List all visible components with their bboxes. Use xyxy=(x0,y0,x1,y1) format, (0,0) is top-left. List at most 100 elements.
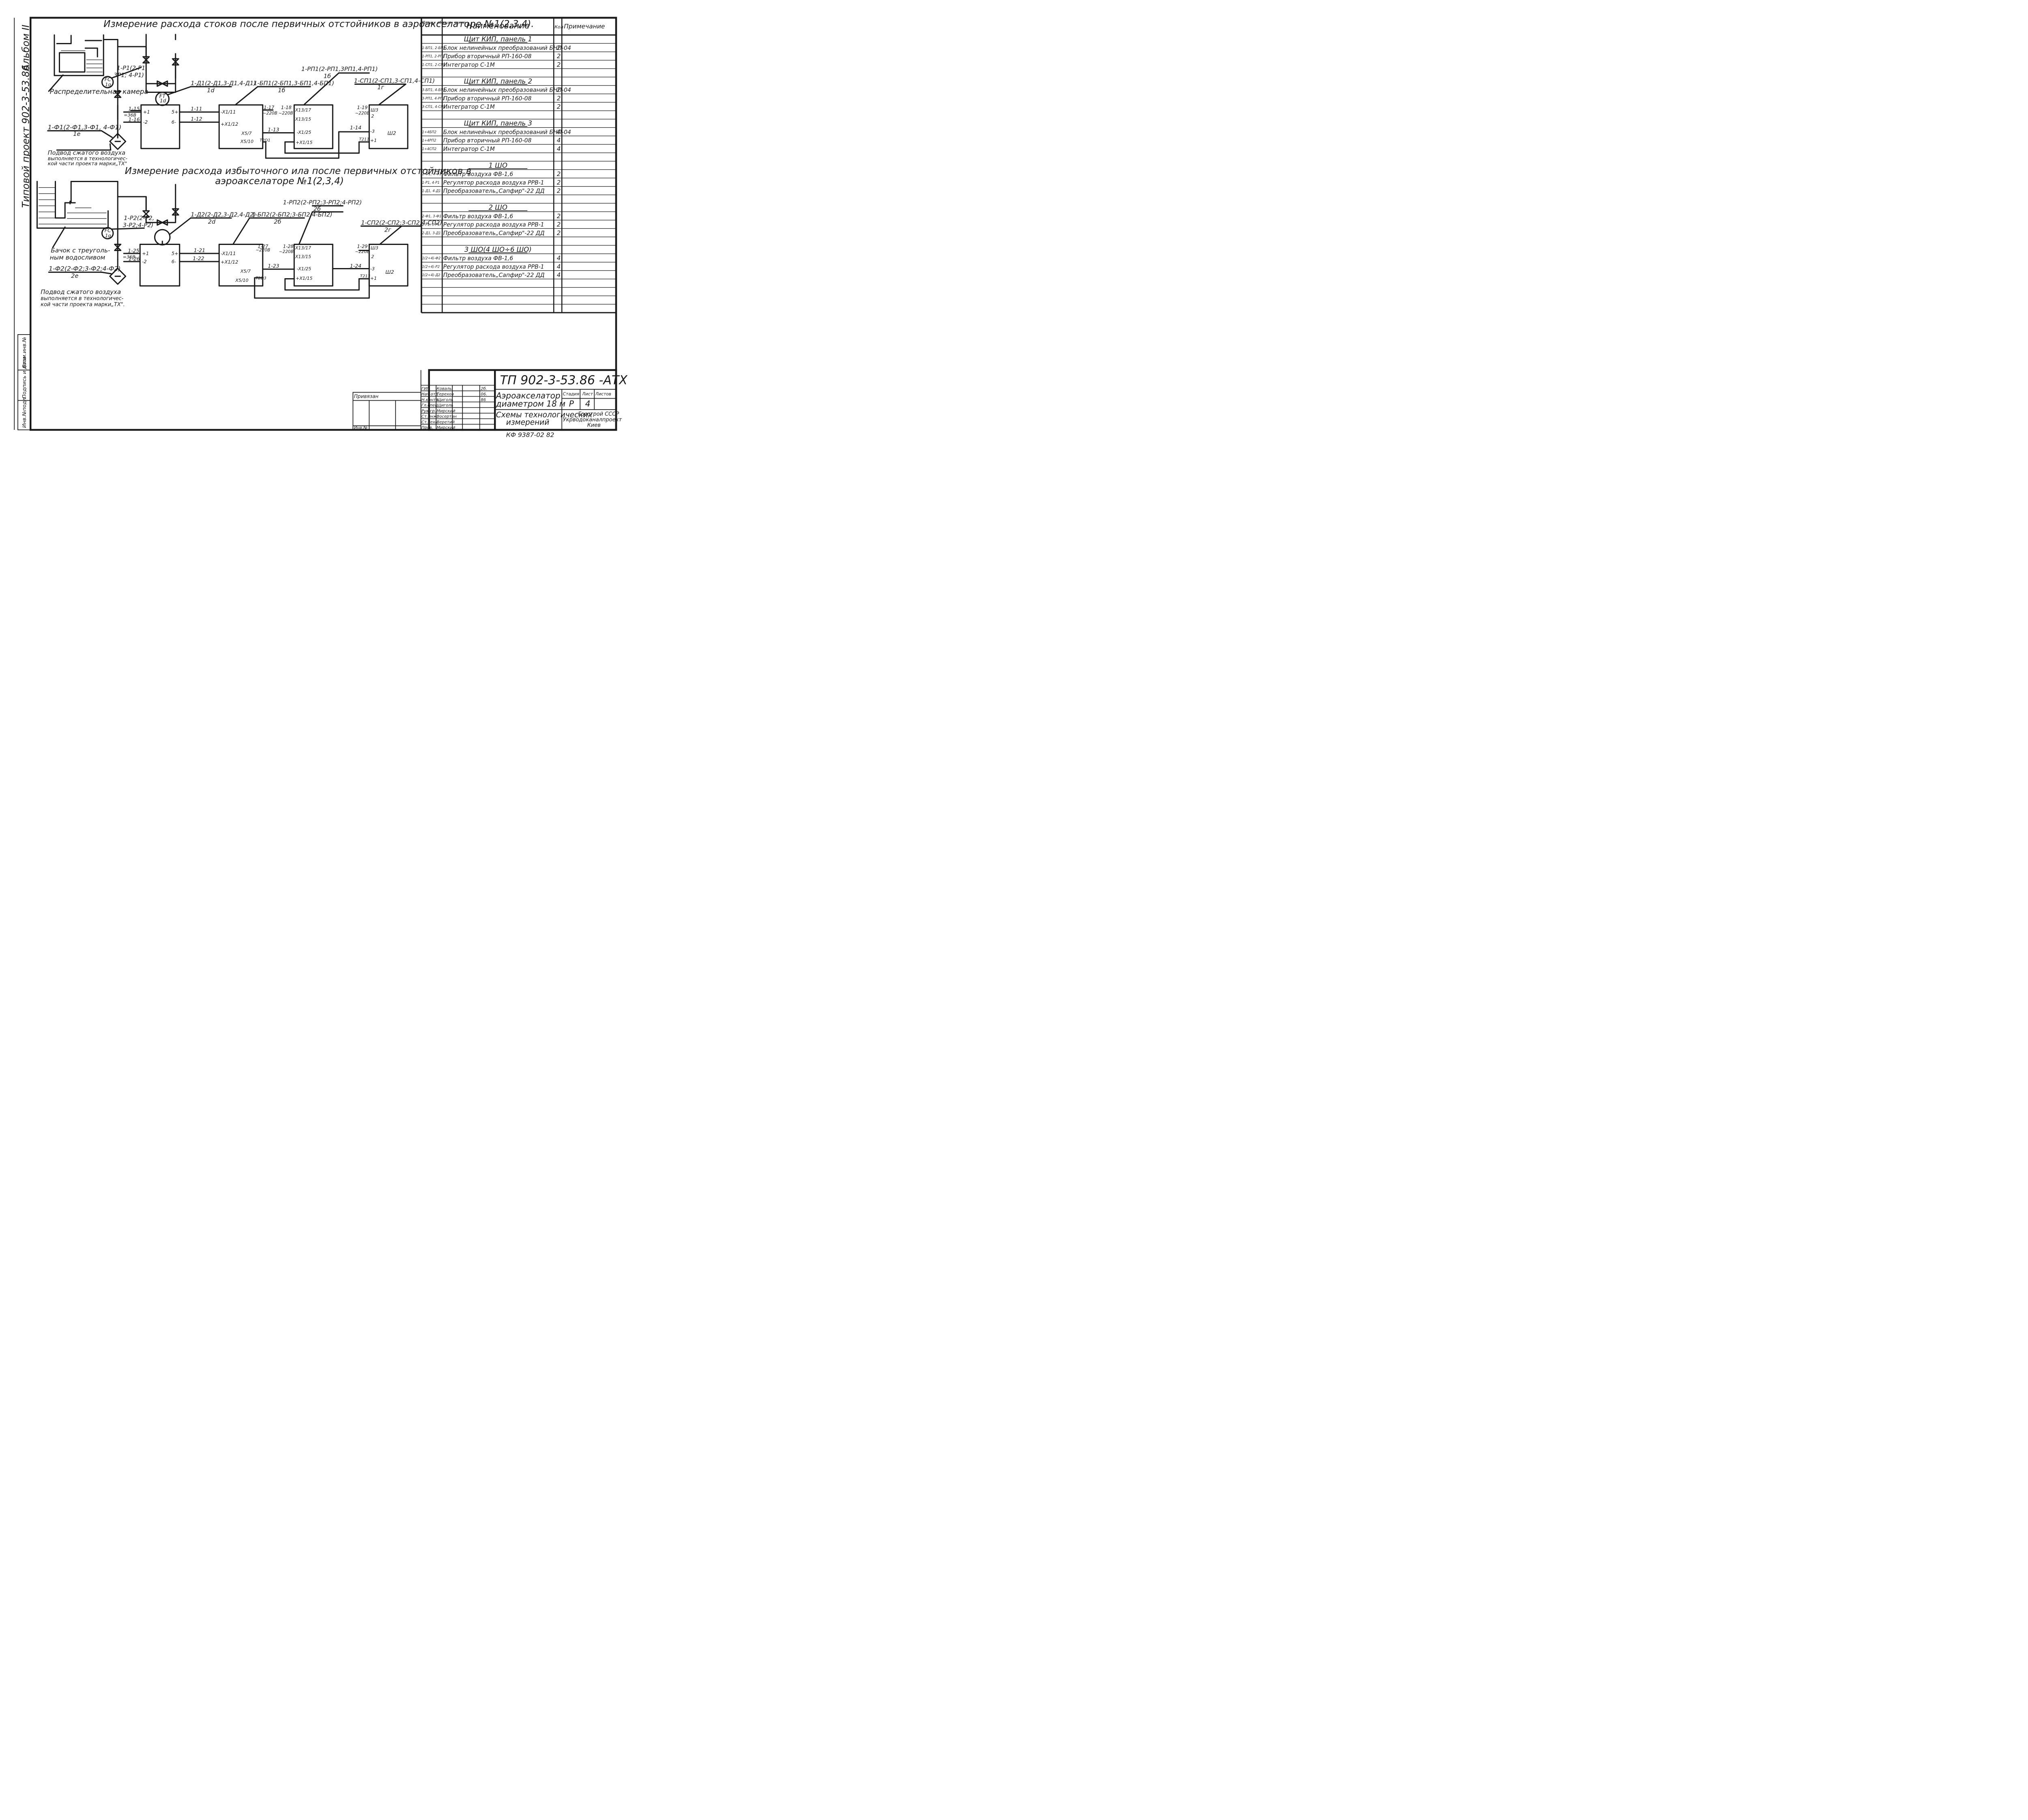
signoff-date: 2б. xyxy=(481,386,487,391)
bnp2-power: ~220В xyxy=(256,248,270,253)
spec-row-name: Регулятор расхода воздуха РРВ-1 xyxy=(443,222,544,228)
wire-1-21: 1-21 xyxy=(194,247,205,253)
wire-1-28: 1-28 xyxy=(283,243,294,249)
cp-term-2: 2 xyxy=(371,114,374,119)
spec-row-qty: 4 xyxy=(557,137,561,144)
rp2-power: ~220В xyxy=(279,249,294,254)
spec-section-title: Щит КИП, панель 3 xyxy=(464,120,532,127)
spec-row-name: Преобразователь„Сапфир"-22 ДД xyxy=(443,188,545,195)
rp-term-1: X13/17 xyxy=(295,107,311,113)
air-note-1a: Подвод сжатого воздуха xyxy=(48,150,125,156)
term-plus1-2: +1 xyxy=(142,251,149,256)
wire-1-25: 1-25 xyxy=(128,248,139,254)
sheet-label: Лист xyxy=(582,392,593,397)
filter-1 xyxy=(109,133,127,150)
spec-row-position: 1-Д1, 4-Д1 xyxy=(422,189,441,193)
signoff-role: Рук.гр. xyxy=(421,409,436,413)
rp-tag-2: 1-РП2(2-РП2;3-РП2;4-РП2) xyxy=(283,200,362,206)
spec-row-name: Блок нелинейных преобразований БНП-04 xyxy=(443,87,571,94)
diagram-1: Измерение расхода стоков после первичных… xyxy=(47,19,534,167)
spec-row-name: Фильтр воздуха ФВ-1,6 xyxy=(443,213,513,220)
wire-1-14: 1-14 xyxy=(350,124,361,131)
org-line-2: Укрводоканалпроект xyxy=(563,417,622,423)
archive-number: КФ 9387-02 82 xyxy=(506,431,554,439)
side-stamp-sign: Подпись и дата xyxy=(21,356,27,399)
sheet-title-line-1: Схемы технологических xyxy=(496,411,593,419)
signoff-role: Ст.техн xyxy=(421,420,438,425)
inv-label: Инв.№ xyxy=(354,426,368,430)
spec-section-title: Щит КИП, панель 1 xyxy=(464,35,532,43)
filter-sub-1: 1е xyxy=(73,131,80,137)
air-note-2c: кой части проекта марки„ТХ". xyxy=(41,302,125,308)
spec-row-position: 2-Р1, 3-Р1 xyxy=(422,223,440,227)
rp-sub-1: 1б xyxy=(324,73,331,80)
signoff-name: Щиголь xyxy=(437,403,453,408)
cp2-term-3: -3 xyxy=(370,266,375,271)
spec-row-name: Блок нелинейных преобразований БНП-04 xyxy=(443,129,571,135)
fc-tag-2b: 3-P2;4-P2) xyxy=(123,222,153,229)
signoff-role: Н.контр xyxy=(421,398,438,402)
bnp2-term-x5-10: X5/10 xyxy=(235,278,248,283)
fc-letters-2: FC xyxy=(105,228,111,234)
air-note-2a: Подвод сжатого воздуха xyxy=(41,288,121,296)
rp-term-3: -X1/25 xyxy=(297,130,312,135)
signoff-role: ГИП xyxy=(421,386,430,391)
wire-1-19: 1-19 xyxy=(357,105,367,110)
air-note-1b: выполняется в технологичес- xyxy=(48,155,128,161)
title-block: ТП 902-3-53.86 -АТХ Аэроакселатор диамет… xyxy=(352,369,628,439)
signoff-name: Мирский xyxy=(437,426,456,430)
fc-instrument-1 xyxy=(101,76,114,88)
signoff-name: Терехов xyxy=(437,392,454,397)
doc-code: ТП 902-3-53.86 -АТХ xyxy=(500,373,628,388)
spec-row-name: Прибор вторичный РП-160-08 xyxy=(443,137,532,144)
spec-row-name: Прибор вторичный РП-160-08 xyxy=(443,95,532,102)
diagram-2: Измерение расхода избыточного ила после … xyxy=(37,166,471,308)
signoff-name: Восертан xyxy=(437,414,457,419)
wire-1-11: 1-11 xyxy=(191,106,202,112)
signoff-name: Коваль xyxy=(437,386,452,391)
object-line-2: диаметром 18 м xyxy=(496,399,565,409)
bnp2-term-x5-7: X5/7 xyxy=(240,269,251,274)
diagram-2-title-2: аэроакселаторе №1(2,3,4) xyxy=(215,176,344,187)
bnp-term-x1-12: +X1/12 xyxy=(221,121,238,127)
filter-2 xyxy=(109,268,127,285)
spec-row-position: 1-БП1, 2-БП1 xyxy=(422,46,446,50)
spec-row-position: 3-БП1, 4-БП1 xyxy=(422,88,446,92)
cp-term-t211: T211 xyxy=(359,137,369,142)
spec-row-name: Прибор вторичный РП-160-08 xyxy=(443,54,532,60)
rp-term-2: X13/15 xyxy=(295,117,311,122)
spec-row-qty: 2 xyxy=(557,221,561,228)
spec-row-position: 2-Ф1, 3-Ф1 xyxy=(422,215,442,219)
spec-row-position: 1-Ф1, 4-Ф1 xyxy=(422,172,442,176)
spec-section-title: 3 ШО(4 ШО÷6 ШО) xyxy=(464,246,532,253)
weir-tank xyxy=(37,181,118,248)
spec-row-position: 3-СП1, 4-СП1 xyxy=(422,105,446,109)
sheet-title-line-2: измерений xyxy=(506,419,549,427)
wire-1-22: 1-22 xyxy=(193,255,204,261)
wire-1-29: 1-29 xyxy=(357,243,367,249)
spec-row-qty: 2 xyxy=(557,212,561,220)
term-plus1-1: +1 xyxy=(143,109,150,115)
fc-number-1: 1g xyxy=(105,82,111,88)
spec-row-qty: 2 xyxy=(557,179,561,186)
stage-value: Р xyxy=(569,399,574,409)
rp2-term-4: +X1/15 xyxy=(296,276,312,281)
object-line-1: Аэроакселатор xyxy=(495,391,561,401)
spec-row-name: Интегратор С-1М xyxy=(443,146,495,152)
fc-tag-2a: 1-P2(2-P2, xyxy=(124,215,154,222)
rp-sub-2: 2б xyxy=(314,206,321,212)
spec-row-qty: 2 xyxy=(557,170,561,178)
project-label: Типовой проект 902-3-53.86 xyxy=(20,65,32,208)
rp2-term-2: X13/15 xyxy=(295,254,311,259)
spec-row-position: 1(2÷4)-Р2 xyxy=(422,265,440,269)
signoff-name: Веретий xyxy=(437,420,455,425)
spec-row-name: Регулятор расхода воздуха РРВ-1 xyxy=(443,264,544,270)
spec-row-qty: 2 xyxy=(557,61,561,68)
bnp2-term-x1-11: -X1/11 xyxy=(221,251,236,256)
diagram-1-title: Измерение расхода стоков после первичных… xyxy=(103,19,534,29)
fc-instrument-2 xyxy=(101,227,114,240)
signoff-name: Щиголь xyxy=(437,398,453,402)
signoff-role: Гл.спец xyxy=(421,403,438,408)
spec-row-qty: 4 xyxy=(557,271,561,279)
